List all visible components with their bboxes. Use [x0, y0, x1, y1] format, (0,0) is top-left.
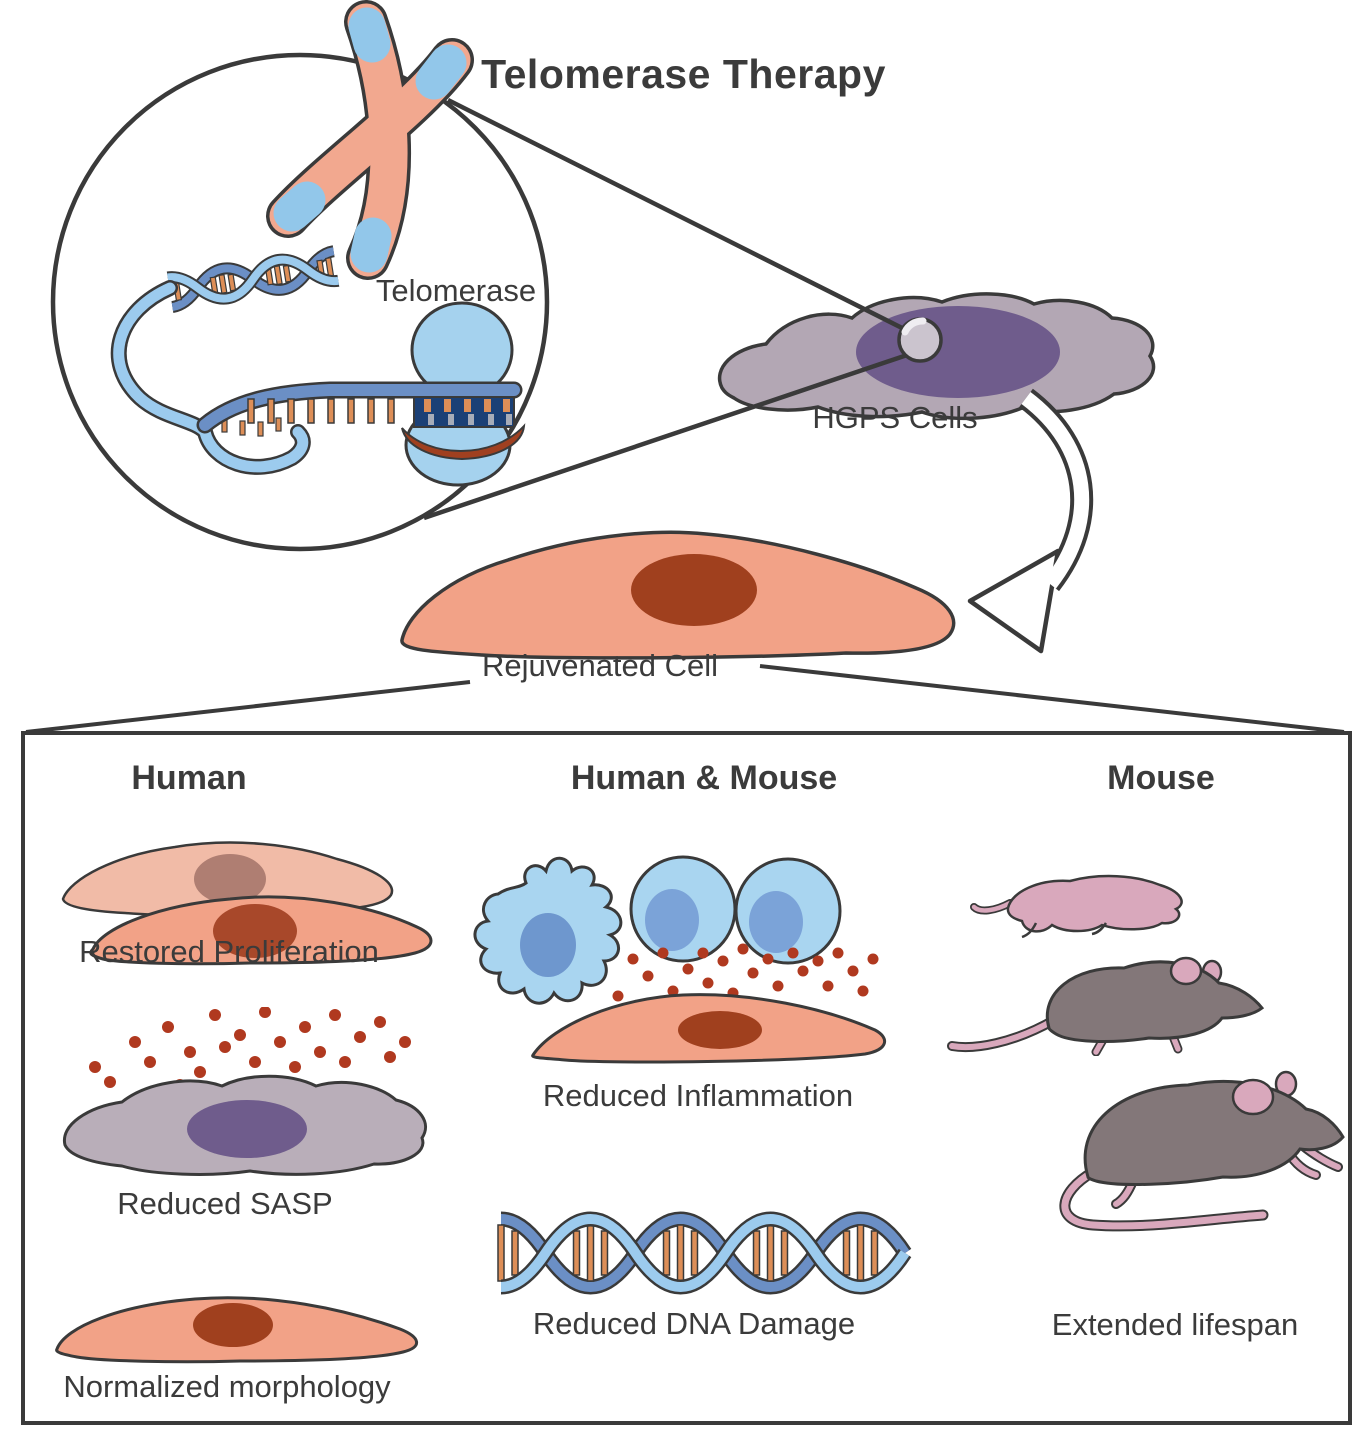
senescent-nucleus [187, 1100, 307, 1158]
transformation-arrow [967, 388, 1094, 654]
expand-line-left [25, 680, 471, 731]
column-header-human: Human [131, 759, 247, 797]
young-mouse-figure [947, 956, 1265, 1056]
mouse-ear [1231, 1078, 1275, 1116]
reduced-sasp-figure [62, 1007, 428, 1176]
template-strand [196, 381, 523, 434]
mouse-ear [1169, 956, 1203, 986]
lens-spot [897, 317, 943, 363]
top-diagram-art [25, 0, 1345, 731]
rna-template-block [401, 396, 526, 461]
helix-rungs [172, 257, 335, 302]
telomere-cap [415, 44, 467, 100]
primer-strand [401, 423, 526, 461]
reduced-inflammation-figure [473, 855, 886, 1064]
restored-proliferation-caption: Restored Proliferation [79, 934, 379, 969]
arrowhead [967, 548, 1061, 654]
outcomes-panel: Human Human & Mouse Mouse Restored Proli… [21, 731, 1352, 1425]
restored-proliferation-figure [61, 841, 433, 966]
helix-front-strand [500, 1213, 910, 1293]
rejuvenated-nucleus [631, 554, 757, 626]
reduced-inflammation-caption: Reduced Inflammation [542, 1078, 854, 1113]
reduced-dna-damage-caption: Reduced DNA Damage [532, 1306, 856, 1341]
magnifier-line-top [446, 97, 916, 337]
telomere-cap [348, 7, 391, 63]
rejuvenated-cell [400, 530, 956, 660]
old-mouse-figure [1059, 1070, 1345, 1232]
macrophage-nucleus [520, 913, 576, 977]
mouse-body [1083, 1079, 1345, 1186]
dna-rungs [497, 1224, 879, 1282]
diagram-title: Telomerase Therapy [481, 51, 886, 97]
reduced-dna-damage-figure [497, 1211, 912, 1295]
rejuvenated-cell-label: Rejuvenated Cell [481, 648, 719, 683]
normal-cell-nucleus [193, 1303, 273, 1347]
normalized-morphology-caption: Normalized morphology [63, 1369, 391, 1404]
back-cell-nucleus [194, 854, 266, 904]
cytokine-dots [612, 943, 879, 1015]
mouse-pup-figure [970, 874, 1183, 939]
column-header-mouse: Mouse [1107, 759, 1215, 797]
magnifier-line-bottom [423, 349, 917, 521]
sasp-dots [89, 1007, 411, 1091]
telomerase-label: Telomerase [375, 273, 537, 308]
helix-back-strand [500, 1213, 910, 1293]
column-header-human-mouse: Human & Mouse [570, 759, 838, 797]
chromosome [266, 0, 474, 280]
telomere-cap [350, 217, 392, 273]
immune-cell-2-nucleus [749, 891, 803, 953]
pup-body [1006, 874, 1183, 933]
mouse-body [1045, 960, 1265, 1043]
fibroblast-nucleus [678, 1011, 762, 1049]
normalized-morphology-figure [55, 1296, 418, 1364]
reduced-sasp-caption: Reduced SASP [117, 1186, 333, 1221]
telomere-dna-helix [166, 245, 340, 314]
hgps-cells-label: HGPS Cells [812, 400, 978, 435]
telomere-cap [273, 181, 326, 232]
expand-line-right [759, 664, 1345, 731]
front-cell-nucleus [213, 904, 297, 958]
immune-cell-1-nucleus [645, 889, 699, 951]
extended-lifespan-caption: Extended lifespan [1051, 1307, 1299, 1342]
